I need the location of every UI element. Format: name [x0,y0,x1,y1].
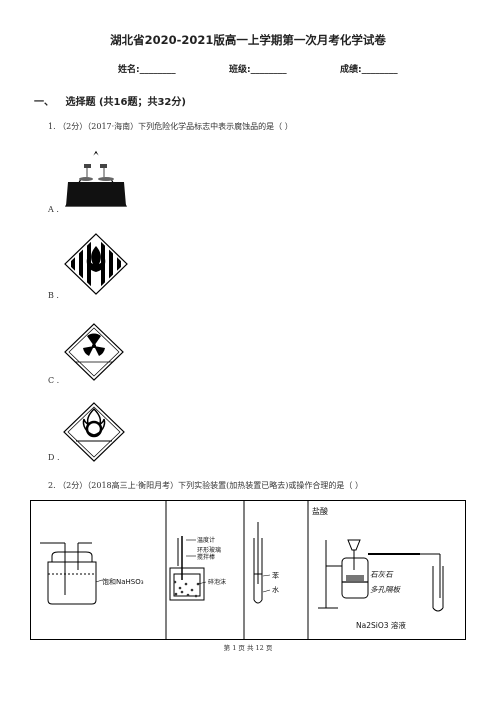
fig4-label-solution: Na2SiO3 溶液 [356,620,406,630]
fig4-label-plate: 多孔隔板 [370,585,401,594]
score-field[interactable]: 成绩:________ [340,65,398,75]
corrosive-sign-icon[interactable] [64,150,128,208]
section-number: 一、 [34,97,54,108]
page-title: 湖北省2020-2021版高一上学期第一次月考化学试卷 [110,33,386,47]
radioactive-sign-icon[interactable] [63,322,125,382]
fig2-label-glass: 环形玻璃 [197,546,221,554]
page-footer: 第 1 页 共 12 页 [223,644,273,652]
gas-generator-apparatus [318,539,444,612]
section-heading: 一、 选择题 (共16题；共32分) [34,93,186,108]
option-a-label[interactable]: A . [48,205,59,214]
explosive-sign-icon[interactable] [63,232,129,296]
test-tube-apparatus [253,522,271,604]
oxidizer-sign-icon[interactable] [62,401,126,463]
fig4-label-limestone: 石灰石 [370,570,394,579]
question-1-text: 1. （2分）（2017·海南）下列危险化学品标志中表示腐蚀品的是（ ） [48,122,293,131]
apparatus-figure-table: 饱和NaHSO₃ 温度计 环形玻璃 搅拌棒 碎泡沫 苯 水 盐酸 [30,500,466,640]
question-2-text: 2. （2分）（2018高三上·衡阳月考）下列实验装置(加热装置已略去)或操作合… [48,481,363,490]
class-field[interactable]: 班级:________ [229,65,287,75]
fig4-label-hcl: 盐酸 [312,506,328,516]
calorimeter-apparatus [169,536,207,601]
fig2-label-thermometer: 温度计 [197,536,215,544]
name-field[interactable]: 姓名:________ [118,65,176,75]
option-b-label[interactable]: B . [48,291,59,300]
fig1-label: 饱和NaHSO₃ [102,577,144,586]
gas-washing-bottle [40,542,103,605]
section-title: 选择题 (共16题；共32分) [65,97,186,108]
fig3-label-benzene: 苯 [272,571,279,580]
option-d-label[interactable]: D . [48,453,60,462]
fig2-label-stirrer: 搅拌棒 [197,553,215,561]
fig3-label-water: 水 [272,585,279,594]
option-c-label[interactable]: C . [48,376,60,385]
fig2-label-foam: 碎泡沫 [208,578,226,586]
